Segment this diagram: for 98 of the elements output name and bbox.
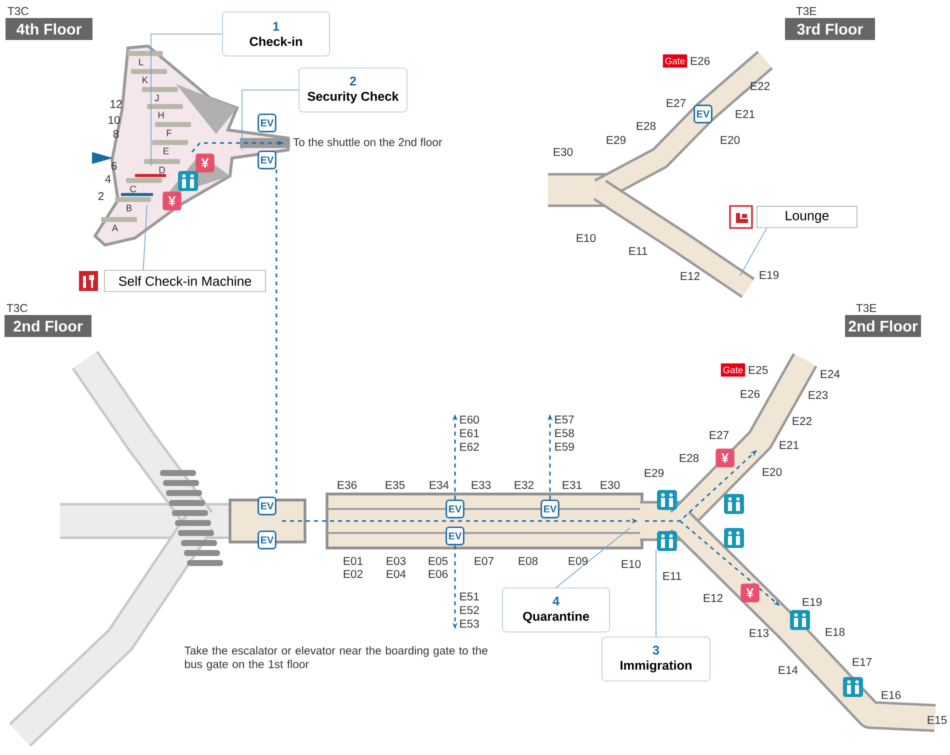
gate-number: To the shuttle on the 2nd floor [293, 138, 442, 146]
counter-letter: L [139, 58, 144, 66]
gate-number: E16 [882, 691, 901, 699]
elevator-sign: EV [540, 500, 560, 518]
gate-number: E27 [666, 99, 686, 107]
gate-number: E04 [386, 570, 406, 578]
elevator-sign: EV [694, 104, 712, 124]
counter-letter: J [154, 94, 159, 102]
callout-box: 2 Security Check [298, 68, 408, 112]
gate-number: E12 [680, 272, 700, 280]
gate-number: E05 [428, 557, 448, 565]
gate-number: E20 [762, 468, 782, 476]
floor-heading: 4th Floor [6, 18, 92, 40]
callout-box: 1 Check-in [222, 12, 330, 56]
gate-number: E09 [568, 557, 588, 565]
gate-number: E06 [428, 570, 448, 578]
gate-number: 6 [111, 162, 117, 170]
elevator-sign: EV [446, 500, 464, 518]
elevator-sign: EV [258, 496, 276, 516]
gate-number: E33 [472, 481, 491, 489]
leader-line [242, 90, 300, 150]
gate-number: E20 [720, 136, 740, 144]
gate-number: E27 [710, 431, 728, 439]
gate-number: E26 [690, 57, 710, 65]
gate-number: 10 [108, 116, 120, 124]
gate-number: E28 [636, 122, 656, 130]
counter-letter: K [142, 76, 148, 84]
gate-number: E17 [852, 658, 872, 666]
gate-number: E15 [928, 716, 947, 724]
counter-letter: B [126, 204, 132, 212]
gate-number: E24 [820, 370, 840, 378]
gate-number: E01 [344, 557, 363, 565]
terminal-label: T3C [8, 7, 28, 16]
callout-box: 4 Quarantine [502, 588, 610, 632]
gate-number: E32 [514, 481, 534, 489]
label-box: Lounge [756, 206, 858, 228]
gate-number: E34 [430, 481, 449, 489]
gate-numbers: E60 E61 E62 [460, 416, 479, 451]
gate-number: E21 [780, 441, 799, 449]
gate-number: E11 [629, 247, 648, 255]
gate-number: E19 [760, 271, 779, 279]
callout-box: 3 Immigration [602, 636, 710, 682]
counter-letter: D [159, 166, 165, 174]
gate-number: E03 [386, 557, 406, 565]
floor-heading: 2nd Floor [4, 315, 92, 337]
gate-number: E02 [344, 570, 362, 578]
gate-badge: Gate [662, 54, 688, 68]
counter-letter: C [130, 186, 136, 192]
gate-number: E22 [750, 82, 770, 90]
gate-number: E35 [386, 481, 405, 489]
leader-line [142, 204, 148, 270]
gate-number: E21 [736, 110, 755, 118]
gate-number: 8 [113, 130, 119, 138]
gate-number: E14 [778, 666, 798, 674]
gate-number: E13 [750, 629, 769, 637]
elevator-sign: EV [446, 526, 464, 546]
gate-number: E28 [680, 454, 699, 462]
gate-number: E26 [740, 390, 760, 398]
leader-line [150, 34, 223, 166]
floor-heading: 3rd Floor [785, 18, 875, 40]
gate-number: E29 [606, 136, 626, 144]
gate-number: E30 [554, 148, 573, 156]
counter-letter: E [164, 148, 169, 154]
gate-number: E25 [748, 366, 768, 374]
gate-number: E29 [644, 469, 664, 477]
label-box: Self Check-in Machine [104, 270, 266, 292]
leader-line [556, 528, 630, 588]
gate-number: E36 [338, 481, 357, 489]
floor-heading: 2nd Floor [845, 315, 921, 337]
terminal-label: T3E [856, 304, 876, 312]
leader-line [740, 228, 768, 276]
gate-number: E10 [576, 234, 596, 242]
gate-badge: Gate [720, 363, 746, 377]
gate-number: E19 [802, 598, 822, 606]
gate-numbers: E57 E58 E59 [555, 416, 574, 451]
terminal-label: T3C [6, 304, 28, 312]
gate-number: E08 [518, 557, 538, 565]
gate-number: E31 [562, 481, 582, 489]
gate-number: E10 [622, 560, 641, 568]
counter-letter: H [158, 112, 164, 118]
elevator-sign: EV [258, 114, 276, 132]
gate-number: 2 [98, 192, 104, 200]
gate-number: 4 [105, 175, 111, 183]
counter-letter: F [166, 130, 172, 136]
gate-number: E23 [808, 391, 828, 399]
gate-number: E11 [663, 572, 682, 580]
terminal-label: T3E [796, 7, 816, 16]
gate-number: E18 [826, 628, 845, 636]
note-text: Take the escalator or elevator near the boarding gate to the bus gate on the 1st floor [184, 646, 488, 670]
gate-number: E30 [600, 481, 620, 489]
counter-letter: A [112, 224, 118, 232]
gate-number: E12 [704, 594, 722, 602]
gate-number: E07 [474, 557, 494, 565]
gate-numbers: E51 E52 E53 [460, 592, 479, 628]
gate-number: E22 [792, 417, 812, 425]
elevator-sign: EV [258, 530, 276, 550]
elevator-sign: EV [258, 150, 276, 170]
gate-number: 12 [110, 100, 122, 108]
